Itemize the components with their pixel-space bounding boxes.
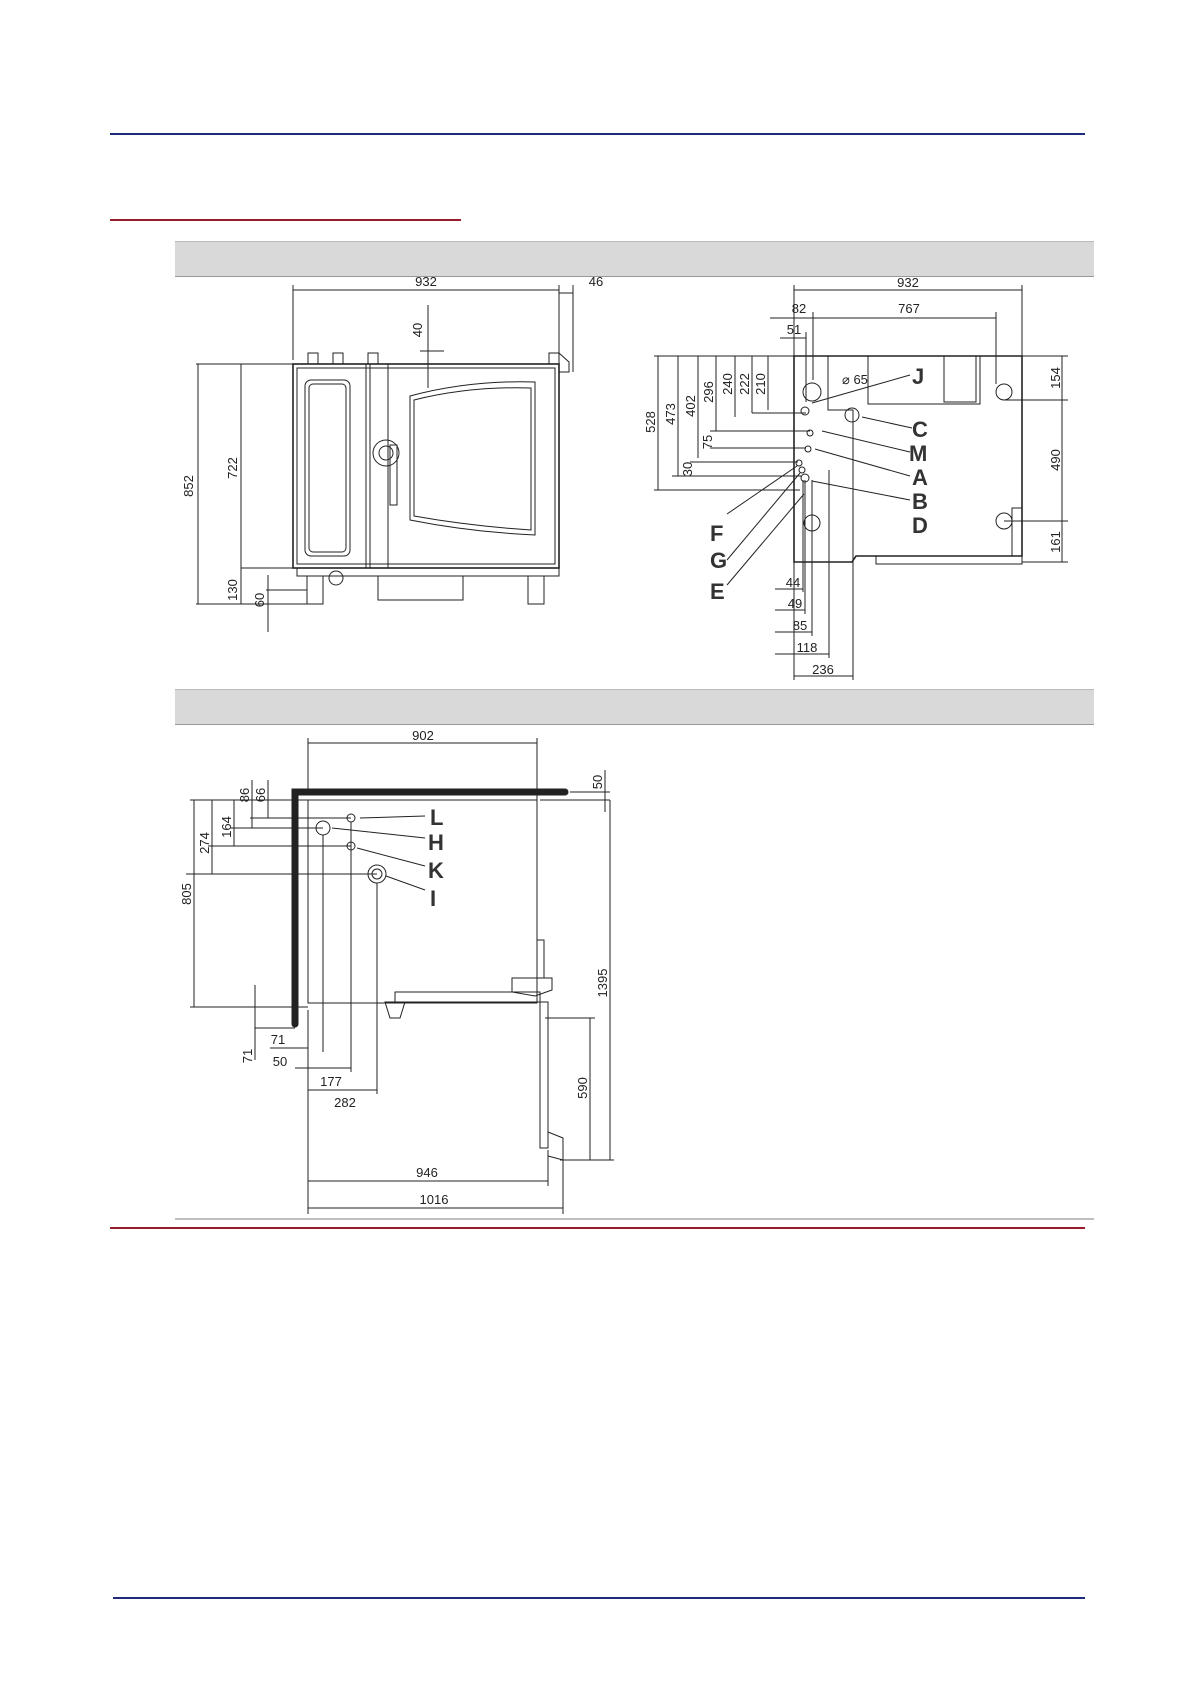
- label-b: B: [912, 489, 928, 514]
- dim-rear-left-5: 240: [720, 373, 735, 395]
- label-a: A: [912, 465, 928, 490]
- dim-rear-left-4: 296: [701, 381, 716, 403]
- label-i: I: [430, 886, 436, 911]
- connector-a: [805, 446, 811, 452]
- dim-side-bottom-4: 282: [334, 1095, 356, 1110]
- dim-rear-left-6: 222: [737, 373, 752, 395]
- dim-rear-right-3: 161: [1048, 531, 1063, 553]
- front-view: 932 46 40 852 722 130 60: [181, 274, 603, 632]
- dim-side-left-1: 164: [219, 816, 234, 838]
- dim-rear-bottom-2: 49: [788, 596, 802, 611]
- dim-front-overhang: 46: [589, 274, 603, 289]
- side-view: 902 86 66 50 164 274 805 71 1395 590 71 …: [179, 728, 614, 1214]
- dim-side-bottom-6: 1016: [420, 1192, 449, 1207]
- dim-side-right-1: 1395: [595, 969, 610, 998]
- dim-front-width: 932: [415, 274, 437, 289]
- dim-rear-bottom-3: 85: [793, 618, 807, 633]
- dim-front-height: 852: [181, 475, 196, 497]
- dim-rear-left-8: 75: [700, 435, 715, 449]
- dim-rear-left-1: 528: [643, 411, 658, 433]
- dim-side-a: 86: [237, 788, 252, 802]
- door-swing-leaf: [540, 1002, 548, 1148]
- dim-front-feet-zone: 130: [225, 579, 240, 601]
- door-handle-hub: [373, 440, 399, 466]
- dim-front-top: 40: [410, 323, 425, 337]
- label-k: K: [428, 858, 444, 883]
- dim-rear-left-2: 473: [663, 403, 678, 425]
- label-h: H: [428, 830, 444, 855]
- dim-side-bottom-3: 177: [320, 1074, 342, 1089]
- label-d: D: [912, 513, 928, 538]
- dim-rear-width: 932: [897, 275, 919, 290]
- door-handle: [390, 445, 397, 505]
- dim-rear-right-2: 490: [1048, 449, 1063, 471]
- dim-front-foot: 60: [252, 593, 267, 607]
- dim-rear-bottom-4: 118: [797, 640, 818, 655]
- dim-side-width: 902: [412, 728, 434, 743]
- label-j: J: [912, 364, 924, 389]
- front-foot-left: [307, 576, 323, 604]
- dim-side-b: 66: [253, 788, 268, 802]
- rear-view: 932 767 82 51 ⌀ 65 528 473 402 296 240 2…: [643, 275, 1068, 680]
- dim-rear-bottom-1: 44: [786, 575, 800, 590]
- dim-side-c: 50: [590, 775, 605, 789]
- label-c: C: [912, 417, 928, 442]
- dim-rear-a: 82: [792, 301, 806, 316]
- dim-side-left-4: 71: [240, 1049, 255, 1063]
- connector-g: [799, 467, 805, 473]
- dim-rear-bottom-5: 236: [812, 662, 834, 677]
- door-window: [410, 382, 535, 535]
- dim-rear-pipe: ⌀ 65: [842, 372, 868, 387]
- oven-outline: [308, 800, 537, 1003]
- dim-side-left-2: 274: [197, 832, 212, 854]
- dim-rear-right-1: 154: [1048, 367, 1063, 389]
- label-m: M: [909, 441, 927, 466]
- dim-rear-left-3: 402: [683, 395, 698, 417]
- front-foot-right: [528, 576, 544, 604]
- dim-side-bottom-5: 946: [416, 1165, 438, 1180]
- dim-rear-left-9: 30: [680, 462, 695, 476]
- connector-f: [796, 460, 802, 466]
- dim-side-bottom-1: 71: [271, 1032, 285, 1047]
- label-e: E: [710, 579, 725, 604]
- label-g: G: [710, 548, 727, 573]
- oven-body: [293, 364, 559, 568]
- dim-rear-left-7: 210: [753, 373, 768, 395]
- dim-side-bottom-2: 50: [273, 1054, 287, 1069]
- dim-front-body-height: 722: [225, 457, 240, 479]
- dim-rear-b: 51: [787, 322, 801, 337]
- dim-side-right-2: 590: [575, 1077, 590, 1099]
- dim-side-left-3: 805: [179, 883, 194, 905]
- dim-rear-inner: 767: [898, 301, 920, 316]
- label-l: L: [430, 805, 443, 830]
- control-panel-window: [305, 380, 350, 556]
- label-f: F: [710, 521, 723, 546]
